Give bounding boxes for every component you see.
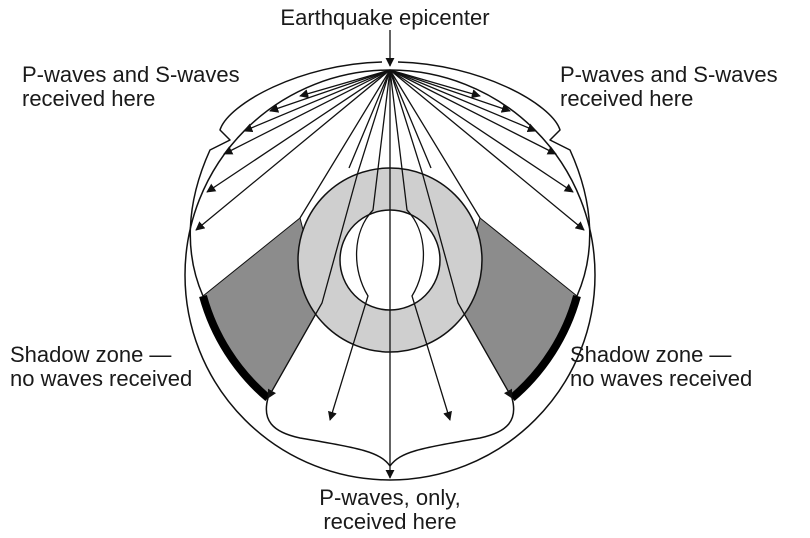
rays-core — [267, 69, 513, 479]
label-left-ps-1: P-waves and S-waves — [22, 62, 240, 87]
label-right-shadow-1: Shadow zone — — [570, 342, 731, 367]
bracket-bottom — [265, 397, 515, 467]
ray — [348, 69, 391, 169]
rays-right — [389, 69, 585, 231]
ray — [267, 69, 391, 399]
shadow-arc-right — [509, 294, 581, 402]
ray — [269, 69, 391, 113]
ray — [389, 69, 513, 399]
ray — [389, 69, 452, 421]
label-left-ps-2: received here — [22, 86, 155, 111]
label-right-shadow-2: no waves received — [570, 366, 752, 391]
ray — [328, 69, 391, 421]
ray — [389, 69, 585, 231]
ray — [206, 69, 391, 193]
ray — [389, 69, 511, 113]
ray — [389, 69, 537, 133]
ray — [243, 69, 391, 133]
label-right-ps-2: received here — [560, 86, 693, 111]
ray — [223, 69, 391, 155]
ray — [389, 69, 481, 219]
ray — [389, 69, 481, 99]
ray — [299, 69, 391, 99]
ray — [195, 69, 391, 231]
ray — [299, 69, 391, 219]
rays-left — [195, 69, 391, 231]
label-epicenter: Earthquake epicenter — [280, 5, 489, 30]
label-bottom-p-2: received here — [323, 509, 456, 534]
shadow-arc-left — [199, 294, 271, 402]
label-left-shadow-2: no waves received — [10, 366, 192, 391]
ray — [389, 69, 557, 155]
bracket-left — [189, 61, 383, 297]
ray — [389, 69, 432, 169]
bracket-right — [397, 61, 591, 297]
label-right-ps-1: P-waves and S-waves — [560, 62, 778, 87]
label-bottom-p-1: P-waves, only, — [319, 485, 460, 510]
ray — [389, 69, 574, 193]
label-left-shadow-1: Shadow zone — — [10, 342, 171, 367]
